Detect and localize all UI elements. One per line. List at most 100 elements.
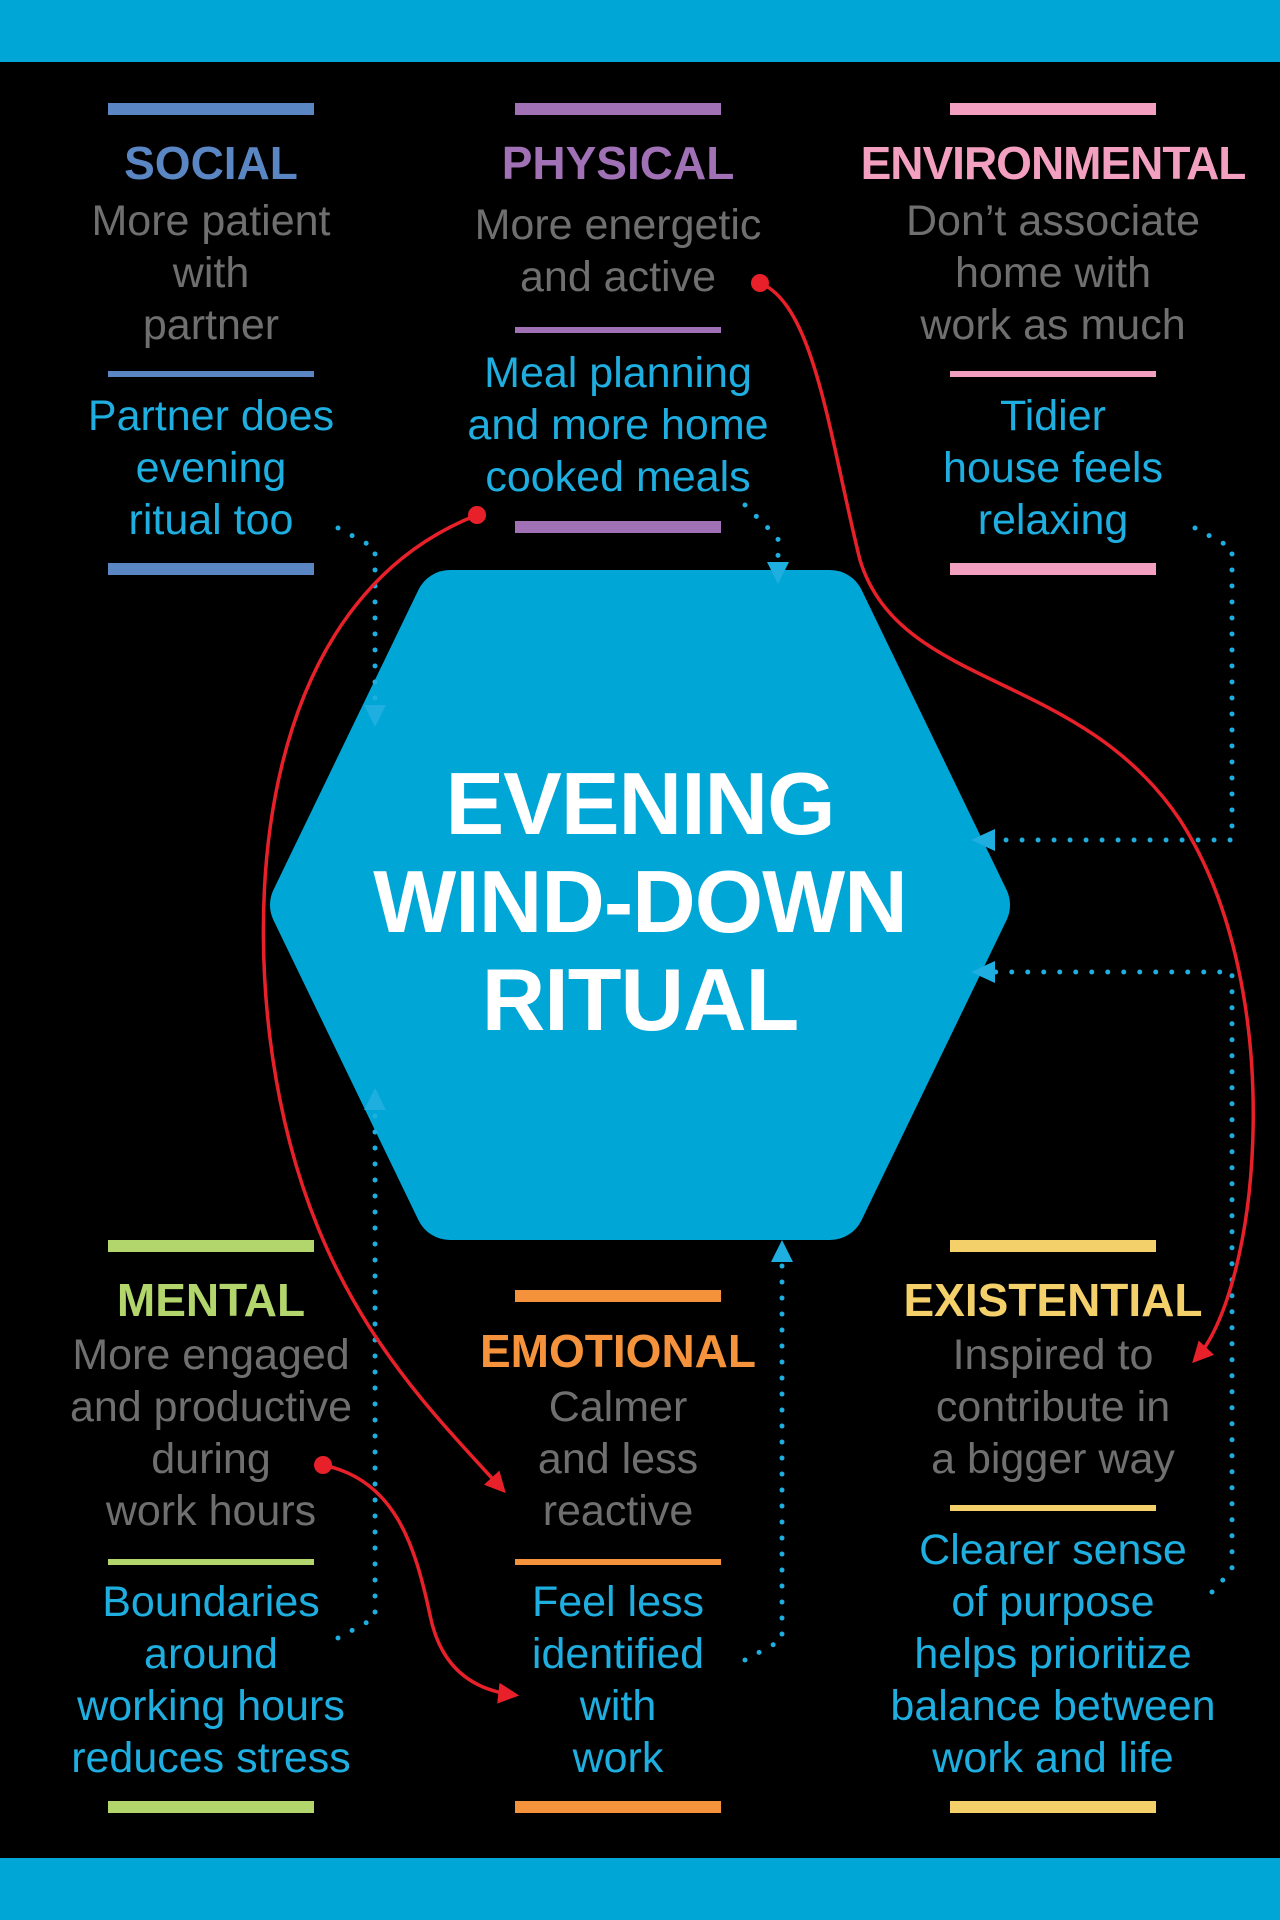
dotted-path-mental — [335, 1107, 378, 1641]
physical-rule-mid — [515, 327, 721, 333]
arrowhead-existential — [971, 961, 995, 983]
benefit-line: work hours — [105, 1487, 317, 1535]
driver-line: of purpose — [951, 1578, 1155, 1626]
existential-rule-mid — [950, 1505, 1156, 1511]
driver-line: relaxing — [977, 496, 1129, 544]
arrowhead-emotional — [771, 1240, 793, 1262]
benefit-line: work as much — [920, 301, 1186, 349]
driver-line: work — [572, 1734, 664, 1782]
red-path-physical-to-existential — [759, 281, 1255, 1364]
environmental-rule-top — [950, 103, 1156, 115]
environmental-driver: Tidier house feels relaxing — [883, 390, 1223, 546]
title-line: RITUAL — [481, 950, 800, 1049]
existential-rule-top — [950, 1240, 1156, 1252]
top-band — [0, 0, 1280, 62]
driver-line: ritual too — [128, 496, 294, 544]
physical-heading: PHYSICAL — [501, 137, 735, 189]
red-path-mental-to-emotional-driver — [322, 1463, 520, 1704]
environmental-rule-bottom — [950, 563, 1156, 575]
social-heading: SOCIAL — [124, 137, 298, 189]
benefit-line: partner — [142, 301, 280, 349]
physical-rule-top — [515, 103, 721, 115]
driver-line: balance between — [890, 1682, 1216, 1730]
arrowhead-mental — [364, 1088, 386, 1110]
mental-driver: Boundaries around working hours reduces … — [31, 1576, 391, 1784]
benefit-line: reactive — [542, 1487, 694, 1535]
driver-line: cooked meals — [485, 453, 751, 501]
driver-line: Boundaries — [102, 1578, 320, 1626]
benefit-line: and less — [537, 1435, 699, 1483]
dotted-arrowheads — [364, 562, 995, 1262]
social-rule-mid — [108, 371, 314, 377]
dotted-connectors — [335, 502, 1235, 1663]
red-connectors — [261, 281, 1255, 1704]
benefit-line: a bigger way — [931, 1435, 1175, 1483]
arrowhead-social — [364, 705, 386, 727]
environmental-benefit: Don’t associate home with work as much — [883, 195, 1223, 351]
dotted-path-emotional — [742, 1259, 785, 1663]
mental-benefit: More engaged and productive during work … — [31, 1329, 391, 1537]
central-title: EVENING WIND-DOWN RITUAL — [320, 755, 960, 1049]
driver-line: Tidier — [1000, 392, 1106, 440]
driver-line: working hours — [77, 1682, 345, 1730]
benefit-line: More engaged — [72, 1331, 350, 1379]
benefit-line: Don’t associate — [906, 197, 1200, 245]
emotional-rule-mid — [515, 1559, 721, 1565]
benefit-line: during — [151, 1435, 271, 1483]
driver-line: with — [579, 1682, 657, 1730]
emotional-heading: EMOTIONAL — [480, 1325, 756, 1377]
benefit-line: More patient — [91, 197, 331, 245]
benefit-line: with — [172, 249, 250, 297]
emotional-rule-top — [515, 1290, 721, 1302]
driver-line: and more home — [467, 401, 769, 449]
benefit-line: and productive — [69, 1383, 353, 1431]
physical-rule-bottom — [515, 521, 721, 533]
existential-rule-bottom — [950, 1801, 1156, 1813]
title-line: WIND-DOWN — [373, 852, 908, 951]
environmental-rule-mid — [950, 371, 1156, 377]
driver-line: house feels — [943, 444, 1163, 492]
red-path-physical-driver-to-emotional — [261, 513, 506, 1494]
central-hexagon — [270, 570, 1010, 1240]
environmental-heading: ENVIRONMENTAL — [860, 137, 1247, 189]
driver-line: evening — [135, 444, 287, 492]
existential-driver: Clearer sense of purpose helps prioritiz… — [853, 1524, 1253, 1784]
arrowhead-physical — [767, 562, 789, 584]
benefit-line: Calmer — [548, 1383, 688, 1431]
driver-line: identified — [531, 1630, 705, 1678]
mental-heading: MENTAL — [116, 1274, 306, 1326]
driver-line: Partner does — [87, 392, 335, 440]
social-benefit: More patient with partner — [41, 195, 381, 351]
red-dot-physical-driver — [468, 506, 486, 524]
driver-line: Clearer sense — [919, 1526, 1187, 1574]
benefit-line: and active — [519, 253, 717, 301]
bottom-band — [0, 1858, 1280, 1920]
dotted-path-social — [335, 525, 378, 708]
arrowhead-environmental — [971, 829, 995, 851]
dotted-path-physical — [742, 502, 781, 565]
driver-line: around — [144, 1630, 278, 1678]
social-driver: Partner does evening ritual too — [41, 390, 381, 546]
emotional-benefit: Calmer and less reactive — [448, 1381, 788, 1537]
benefit-line: home with — [955, 249, 1151, 297]
driver-line: reduces stress — [71, 1734, 351, 1782]
mental-rule-mid — [108, 1559, 314, 1565]
red-connector-origins — [314, 274, 769, 1474]
driver-line: helps prioritize — [914, 1630, 1192, 1678]
driver-line: Meal planning — [484, 349, 752, 397]
title-line: EVENING — [445, 754, 835, 853]
benefit-line: contribute in — [935, 1383, 1171, 1431]
driver-line: work and life — [932, 1734, 1174, 1782]
dotted-path-existential — [992, 969, 1235, 1595]
physical-driver: Meal planning and more home cooked meals — [438, 347, 798, 503]
existential-heading: EXISTENTIAL — [903, 1274, 1203, 1326]
benefit-line: More energetic — [474, 201, 762, 249]
social-rule-top — [108, 103, 314, 115]
red-dot-physical — [751, 274, 769, 292]
emotional-rule-bottom — [515, 1801, 721, 1813]
driver-line: Feel less — [531, 1578, 705, 1626]
red-dot-mental — [314, 1456, 332, 1474]
benefit-line: Inspired to — [952, 1331, 1154, 1379]
social-rule-bottom — [108, 563, 314, 575]
